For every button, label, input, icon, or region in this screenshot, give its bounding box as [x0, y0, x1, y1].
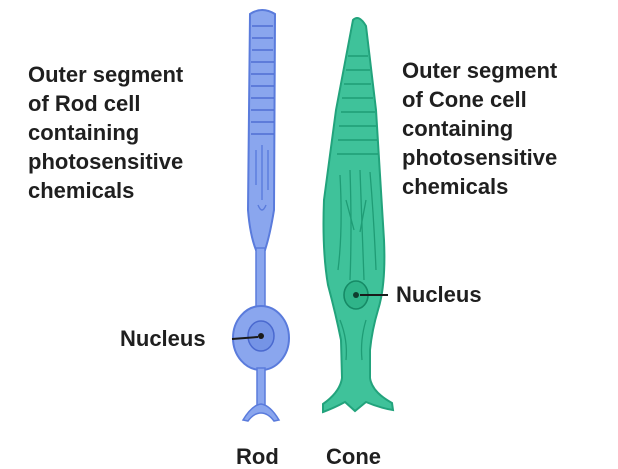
rod-label-line: containing — [28, 122, 183, 151]
rod-label-line: Outer segment — [28, 64, 183, 93]
rod-axon — [257, 368, 265, 408]
cone-label-line: of Cone cell — [402, 89, 557, 118]
rod-label-line: photosensitive — [28, 151, 183, 180]
rod-synaptic-foot — [243, 404, 279, 421]
rod-label-line: of Rod cell — [28, 93, 183, 122]
cone-nucleus-label: Nucleus — [396, 284, 482, 306]
cone-nucleus-dot — [353, 292, 359, 298]
cone-outer-segment-label: Outer segment of Cone cell containing ph… — [402, 60, 557, 205]
cone-body — [323, 18, 393, 412]
rod-fiber — [256, 248, 265, 308]
cone-label-line: photosensitive — [402, 147, 557, 176]
rod-outer-segment — [248, 10, 275, 250]
cone-label-line: Outer segment — [402, 60, 557, 89]
cone-caption: Cone — [326, 446, 381, 468]
rod-cell — [233, 10, 289, 421]
rod-nucleus-dot — [258, 333, 264, 339]
rod-label-line: chemicals — [28, 180, 183, 209]
cone-label-line: containing — [402, 118, 557, 147]
rod-caption: Rod — [236, 446, 279, 468]
cone-cell — [323, 18, 393, 412]
rod-outer-segment-label: Outer segment of Rod cell containing pho… — [28, 64, 183, 209]
rod-nucleus-label: Nucleus — [120, 328, 206, 350]
cone-label-line: chemicals — [402, 176, 557, 205]
